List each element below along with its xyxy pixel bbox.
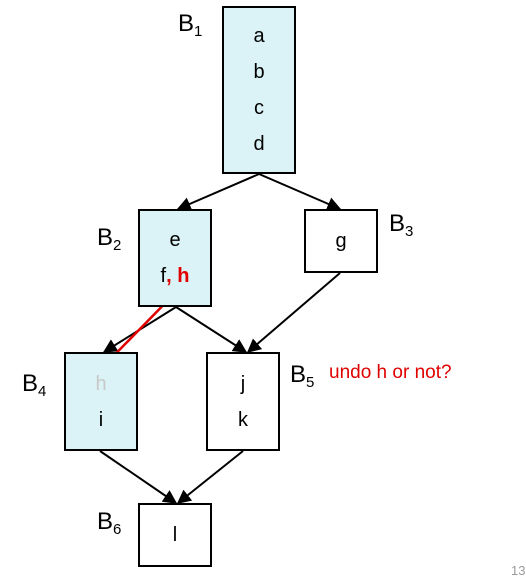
block-b3: g: [304, 209, 378, 273]
block-label-b5: B5: [290, 361, 315, 391]
block-label-b3: B3: [389, 210, 414, 240]
block-label-b6: B6: [97, 508, 122, 538]
block-b6: l: [138, 503, 212, 567]
instruction-g: g: [335, 230, 347, 252]
hoisted-instruction-h: , h: [166, 265, 190, 287]
edge-b5-b6: [176, 450, 244, 504]
edge-b1-b2: [176, 173, 260, 211]
block-label-b4: B4: [22, 370, 47, 400]
instruction-e: e: [169, 229, 181, 251]
edge-b4-b6: [99, 450, 178, 504]
instruction-c: c: [254, 97, 264, 119]
instruction-b: b: [253, 61, 265, 83]
undo-question-annotation: undo h or not?: [329, 362, 452, 383]
block-label-b2: B2: [97, 224, 122, 254]
block-b1: a b c d: [222, 6, 296, 174]
instruction-line-f-h: f, h: [161, 266, 190, 286]
faded-instruction-h: h: [95, 372, 107, 395]
instruction-l: l: [172, 524, 178, 546]
instruction-a: a: [253, 25, 265, 47]
instruction-i: i: [98, 408, 104, 431]
page-number: 13: [511, 563, 526, 578]
block-b4: h i: [64, 352, 138, 451]
edge-b1-b3: [258, 173, 342, 211]
instruction-j: j: [240, 372, 246, 395]
block-label-b1: B1: [178, 10, 203, 40]
block-b2: e f, h: [138, 209, 212, 307]
instruction-f: f: [160, 265, 167, 287]
instruction-k: k: [238, 408, 248, 431]
edge-b3-b5: [246, 272, 341, 353]
block-b5: j k: [206, 352, 280, 451]
instruction-d: d: [253, 133, 265, 155]
edge-b2-b5: [175, 306, 248, 353]
